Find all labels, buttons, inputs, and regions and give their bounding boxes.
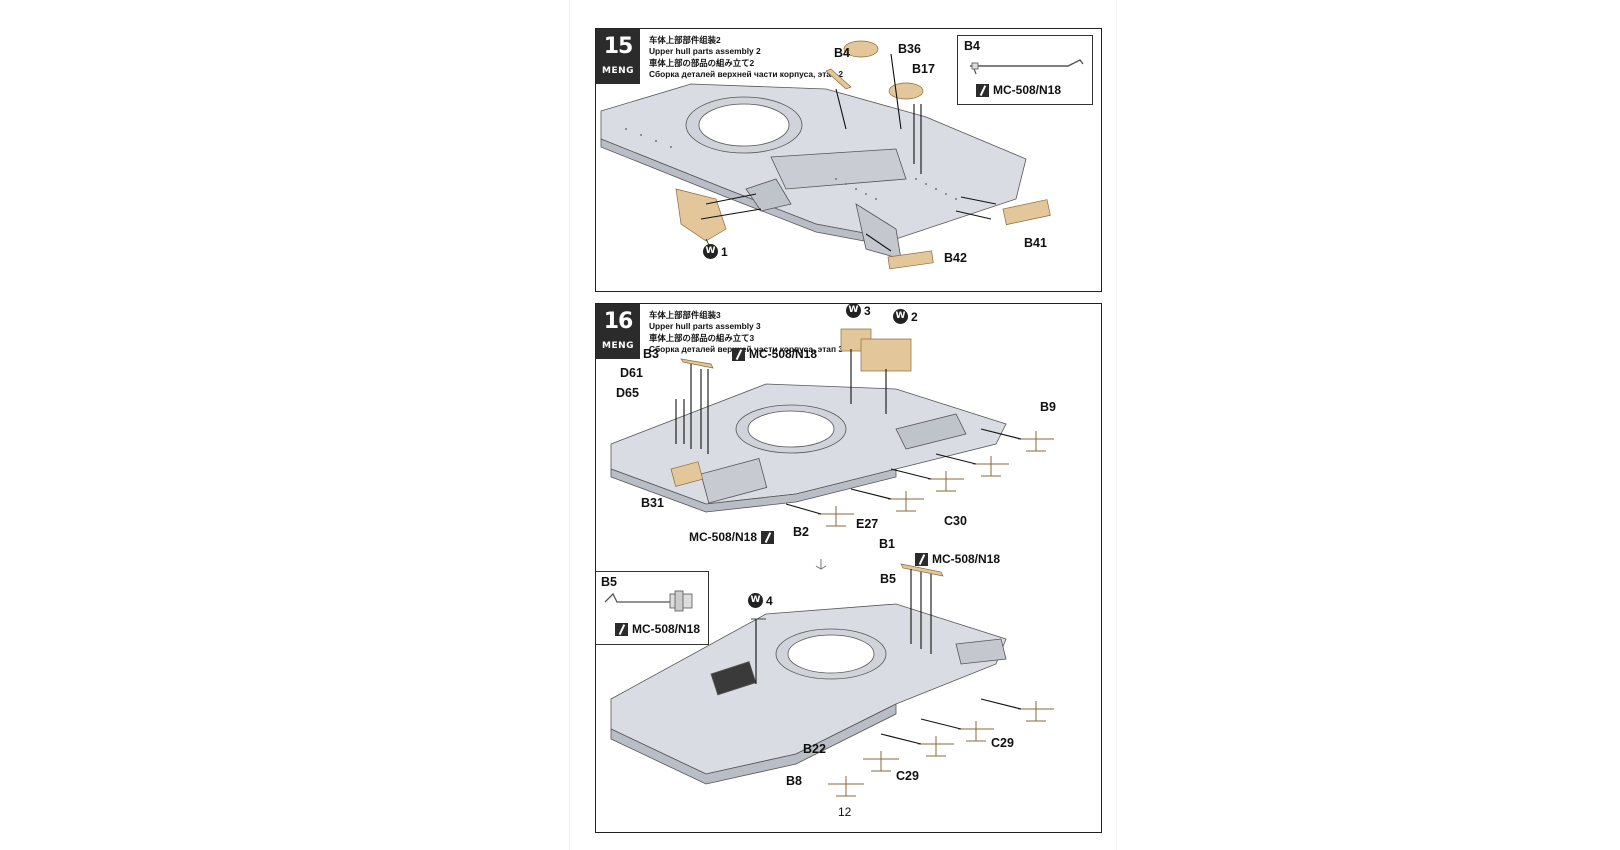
tow-hook-brackets: [818, 431, 1054, 797]
step-number: 16: [603, 309, 634, 334]
step-titles: 车体上部部件组装2 Upper hull parts assembly 2 車体…: [649, 35, 843, 81]
title-jp: 車体上部の部品の組み立て3: [649, 332, 755, 343]
inset-b4: B4 MC-508/N18: [957, 35, 1093, 105]
b5-cable-drawing: [604, 590, 693, 612]
material-note-b2: MC-508/N18: [689, 530, 775, 544]
part-label-c29-right: C29: [991, 736, 1014, 750]
knife-icon: [761, 530, 775, 544]
part-label-b17: B17: [912, 62, 935, 76]
photo-etch-w4: W 4: [748, 593, 773, 608]
part-label-b4: B4: [834, 46, 850, 60]
material-note: MC-508/N18: [976, 83, 1061, 97]
part-label-b5: B5: [880, 572, 896, 586]
w-icon: W: [893, 309, 908, 324]
title-en: Upper hull parts assembly 3: [649, 321, 761, 332]
material-note-b3: MC-508/N18: [732, 347, 817, 361]
step-15-panel: 15 MENG 车体上部部件组装2 Upper hull parts assem…: [595, 28, 1102, 292]
title-jp: 車体上部の部品の組み立て2: [649, 57, 755, 68]
part-label-b31: B31: [641, 496, 664, 510]
part-label-b36: B36: [898, 42, 921, 56]
part-label-c30: C30: [944, 514, 967, 528]
knife-icon: [976, 83, 989, 97]
photo-etch-w1: W 1: [703, 244, 728, 259]
inset-b5: B5 MC-508/N18: [596, 571, 709, 645]
part-label-d65: D65: [616, 386, 639, 400]
w-icon: W: [748, 593, 763, 608]
part-label-b2: B2: [793, 525, 809, 539]
step-number: 15: [603, 34, 634, 59]
w-icon: W: [846, 304, 861, 318]
step-number-badge: 15 MENG: [596, 29, 640, 84]
photo-etch-parts: [670, 328, 944, 577]
hull-drawing-15: [600, 40, 1051, 270]
title-cn: 车体上部部件组装3: [649, 310, 721, 320]
title-en: Upper hull parts assembly 2: [649, 46, 761, 57]
brand-logo: MENG: [601, 341, 635, 351]
photo-etch-w3: W 3: [846, 304, 871, 318]
knife-icon: [615, 622, 628, 636]
part-label-b9: B9: [1040, 400, 1056, 414]
part-label-b22: B22: [803, 742, 826, 756]
part-label-b42: B42: [944, 251, 967, 265]
brand-logo: MENG: [601, 66, 635, 76]
step-number-badge: 16 MENG: [596, 304, 640, 359]
knife-icon: [915, 552, 928, 566]
inset-title: B5: [601, 575, 617, 589]
title-ru: Сборка деталей верхней части корпуса, эт…: [649, 69, 843, 80]
inset-title: B4: [964, 39, 980, 53]
material-note-b1: MC-508/N18: [915, 552, 1000, 566]
part-label-e27: E27: [856, 517, 879, 531]
photo-etch-w2: W 2: [893, 309, 918, 324]
part-label-b1: B1: [879, 537, 895, 551]
part-label-b8: B8: [786, 774, 802, 788]
part-label-c29-center: C29: [896, 769, 919, 783]
knife-icon: [732, 347, 745, 361]
part-label-b3: B3: [643, 347, 659, 361]
part-label-d61: D61: [620, 366, 643, 380]
part-label-b41: B41: [1024, 236, 1047, 250]
step-titles: 车体上部部件组装3 Upper hull parts assembly 3 車体…: [649, 310, 843, 356]
title-ru: Сборка деталей верхней части корпуса, эт…: [649, 344, 843, 355]
title-cn: 车体上部部件组装2: [649, 35, 721, 45]
material-note: MC-508/N18: [615, 622, 700, 636]
hull-drawing-16: [610, 328, 1054, 797]
w-icon: W: [703, 244, 718, 259]
b4-wire-drawing: [970, 59, 1084, 75]
step-16-panel: 16 MENG 车体上部部件组装3 Upper hull parts assem…: [595, 303, 1102, 833]
